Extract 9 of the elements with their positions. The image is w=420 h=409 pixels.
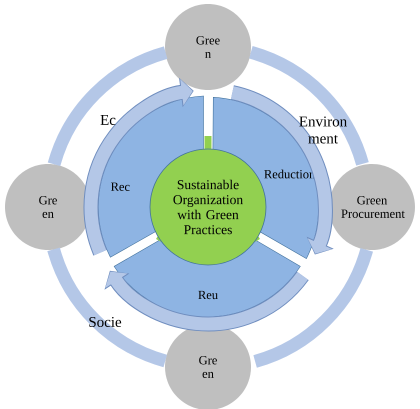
ring-connector (48, 46, 168, 166)
circle-node: Gre en (5, 164, 91, 250)
circle-node: Green Procurement (329, 164, 415, 250)
text-label: Socie (89, 316, 122, 328)
ring-connector (253, 248, 373, 368)
ring-connector (248, 46, 369, 166)
ring-connector (47, 247, 168, 368)
circle-node: Gree n (165, 4, 251, 90)
text-label: Ec (100, 115, 116, 125)
